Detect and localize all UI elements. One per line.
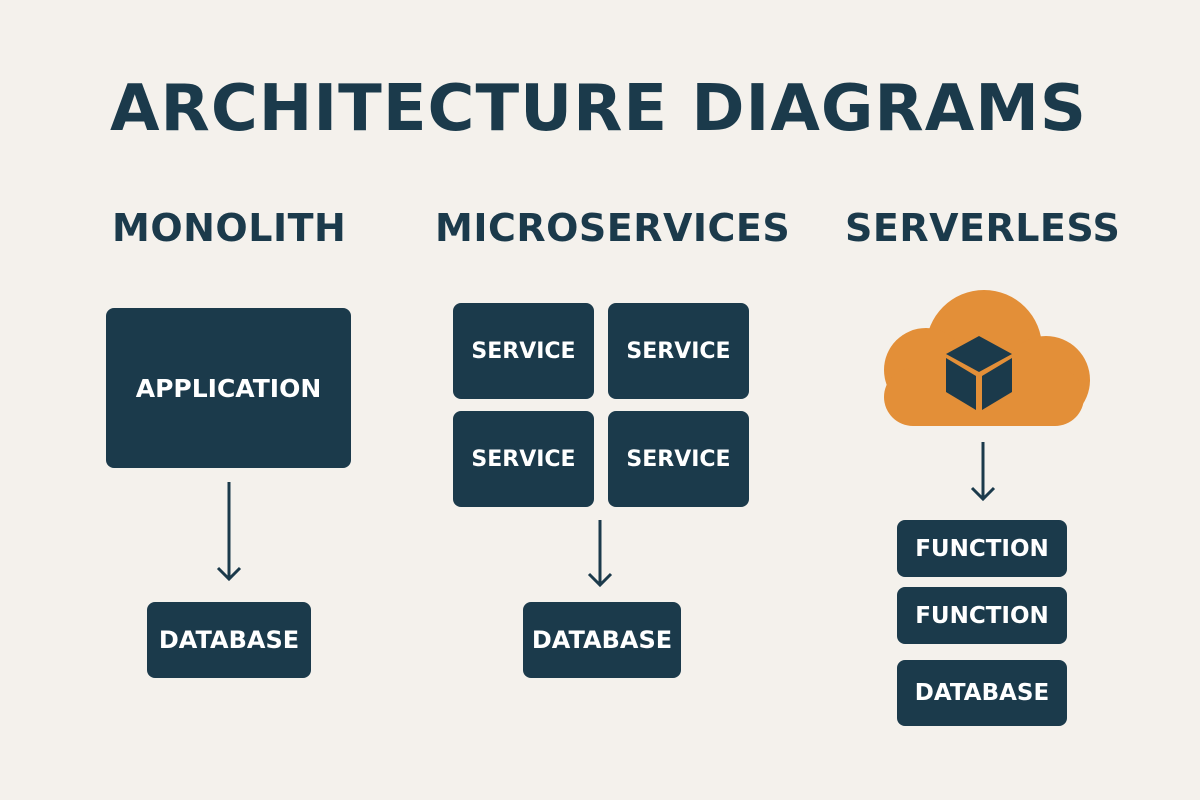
application-label: APPLICATION [135,373,322,403]
monolith-database-box: DATABASE [147,602,311,678]
service-label: SERVICE [626,446,731,472]
service-box: SERVICE [608,303,749,399]
function-label: FUNCTION [915,535,1049,562]
service-box: SERVICE [453,411,594,507]
service-label: SERVICE [626,338,731,364]
serverless-heading: SERVERLESS [845,206,1121,250]
cloud-icon [876,288,1094,432]
database-label: DATABASE [914,680,1050,706]
monolith-heading: MONOLITH [112,206,347,250]
microservices-heading: MICROSERVICES [435,206,791,250]
service-box: SERVICE [453,303,594,399]
monolith-arrow [216,482,242,582]
database-label: DATABASE [158,626,300,654]
cube-icon [946,336,1012,410]
service-box: SERVICE [608,411,749,507]
service-label: SERVICE [471,338,576,364]
function-box: FUNCTION [897,520,1067,577]
service-label: SERVICE [471,446,576,472]
database-label: DATABASE [531,626,673,654]
serverless-database-box: DATABASE [897,660,1067,726]
serverless-arrow [970,442,996,502]
function-label: FUNCTION [915,602,1049,629]
monolith-application-box: APPLICATION [106,308,351,468]
function-box: FUNCTION [897,587,1067,644]
microservices-database-box: DATABASE [523,602,681,678]
microservices-arrow [587,520,613,588]
page-title: ARCHITECTURE DIAGRAMS [110,72,1087,146]
